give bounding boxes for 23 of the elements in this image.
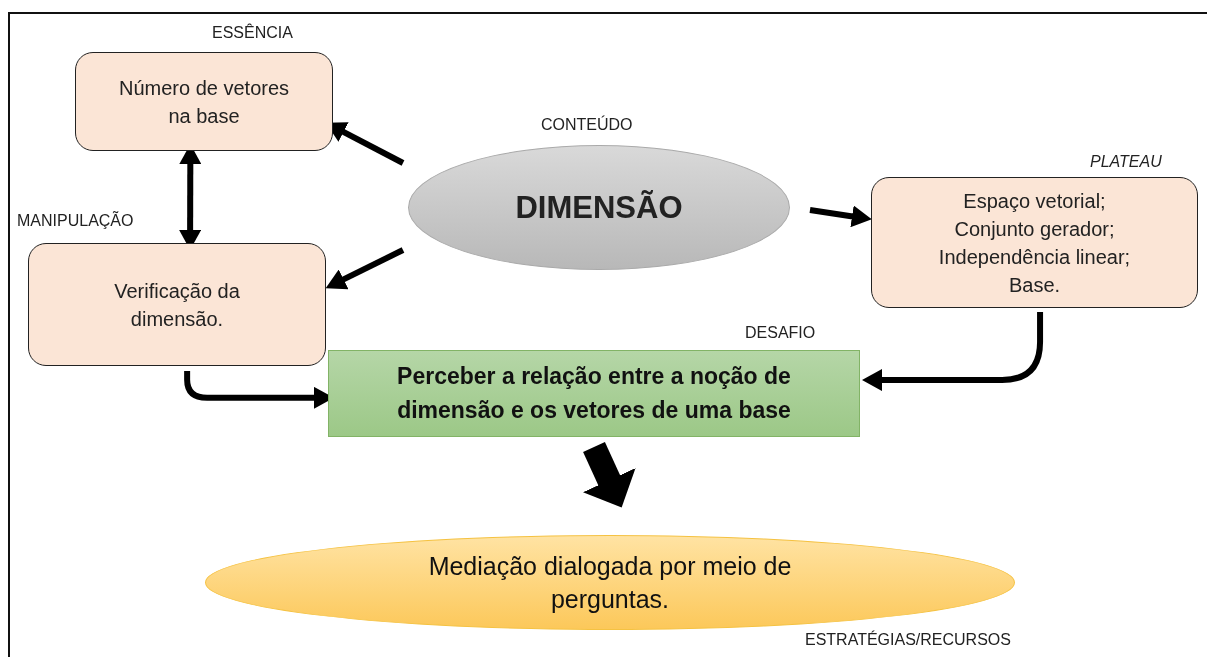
arrow xyxy=(809,205,872,228)
rounded-box xyxy=(75,52,333,151)
node-text: Perceber a relação entre a noção de dimensão e os vetores de uma base xyxy=(396,362,792,425)
rounded-box xyxy=(871,177,1198,308)
node-text: DIMENSÃO xyxy=(515,188,683,227)
category-label: DESAFIO xyxy=(745,324,816,342)
arrow xyxy=(325,247,405,290)
node-text: Espaço vetorial; xyxy=(963,188,1106,214)
arrow xyxy=(862,312,1044,391)
rounded-box xyxy=(28,243,326,366)
node-text: Conjunto gerador; xyxy=(954,216,1115,242)
category-label: ESTRATÉGIAS/RECURSOS xyxy=(805,631,1011,649)
node-text: Número de vetores na base xyxy=(117,75,291,129)
node-text: Verificação da dimensão. xyxy=(113,278,241,332)
node-text: Base. xyxy=(1008,272,1061,298)
arrow xyxy=(582,442,636,508)
challenge-box xyxy=(328,350,860,437)
category-label: ESSÊNCIA xyxy=(212,24,293,42)
category-label: CONTEÚDO xyxy=(541,116,633,134)
category-label: PLATEAU xyxy=(1090,153,1162,171)
category-label: MANIPULAÇÃO xyxy=(17,212,134,230)
node-text: Independência linear; xyxy=(938,244,1131,270)
node-text: Mediação dialogada por meio de perguntas. xyxy=(427,551,793,615)
